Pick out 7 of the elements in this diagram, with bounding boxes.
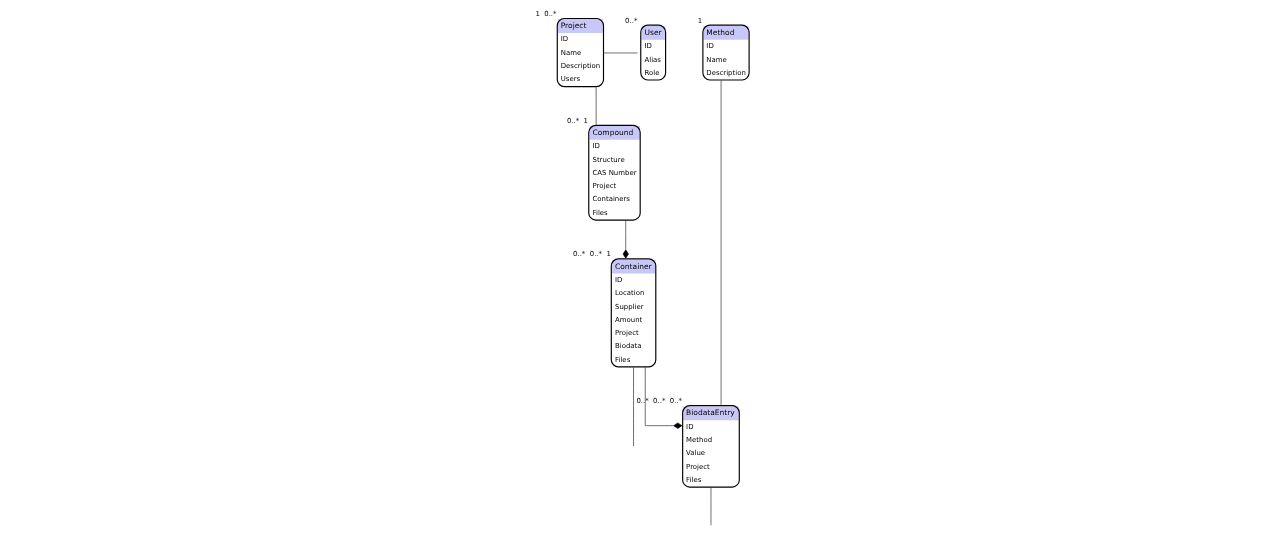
connector (595, 87, 597, 125)
connector (603, 52, 638, 54)
connector (720, 80, 722, 406)
connector (710, 487, 712, 526)
connector (622, 220, 629, 259)
connector (644, 367, 683, 429)
connector (633, 367, 634, 447)
